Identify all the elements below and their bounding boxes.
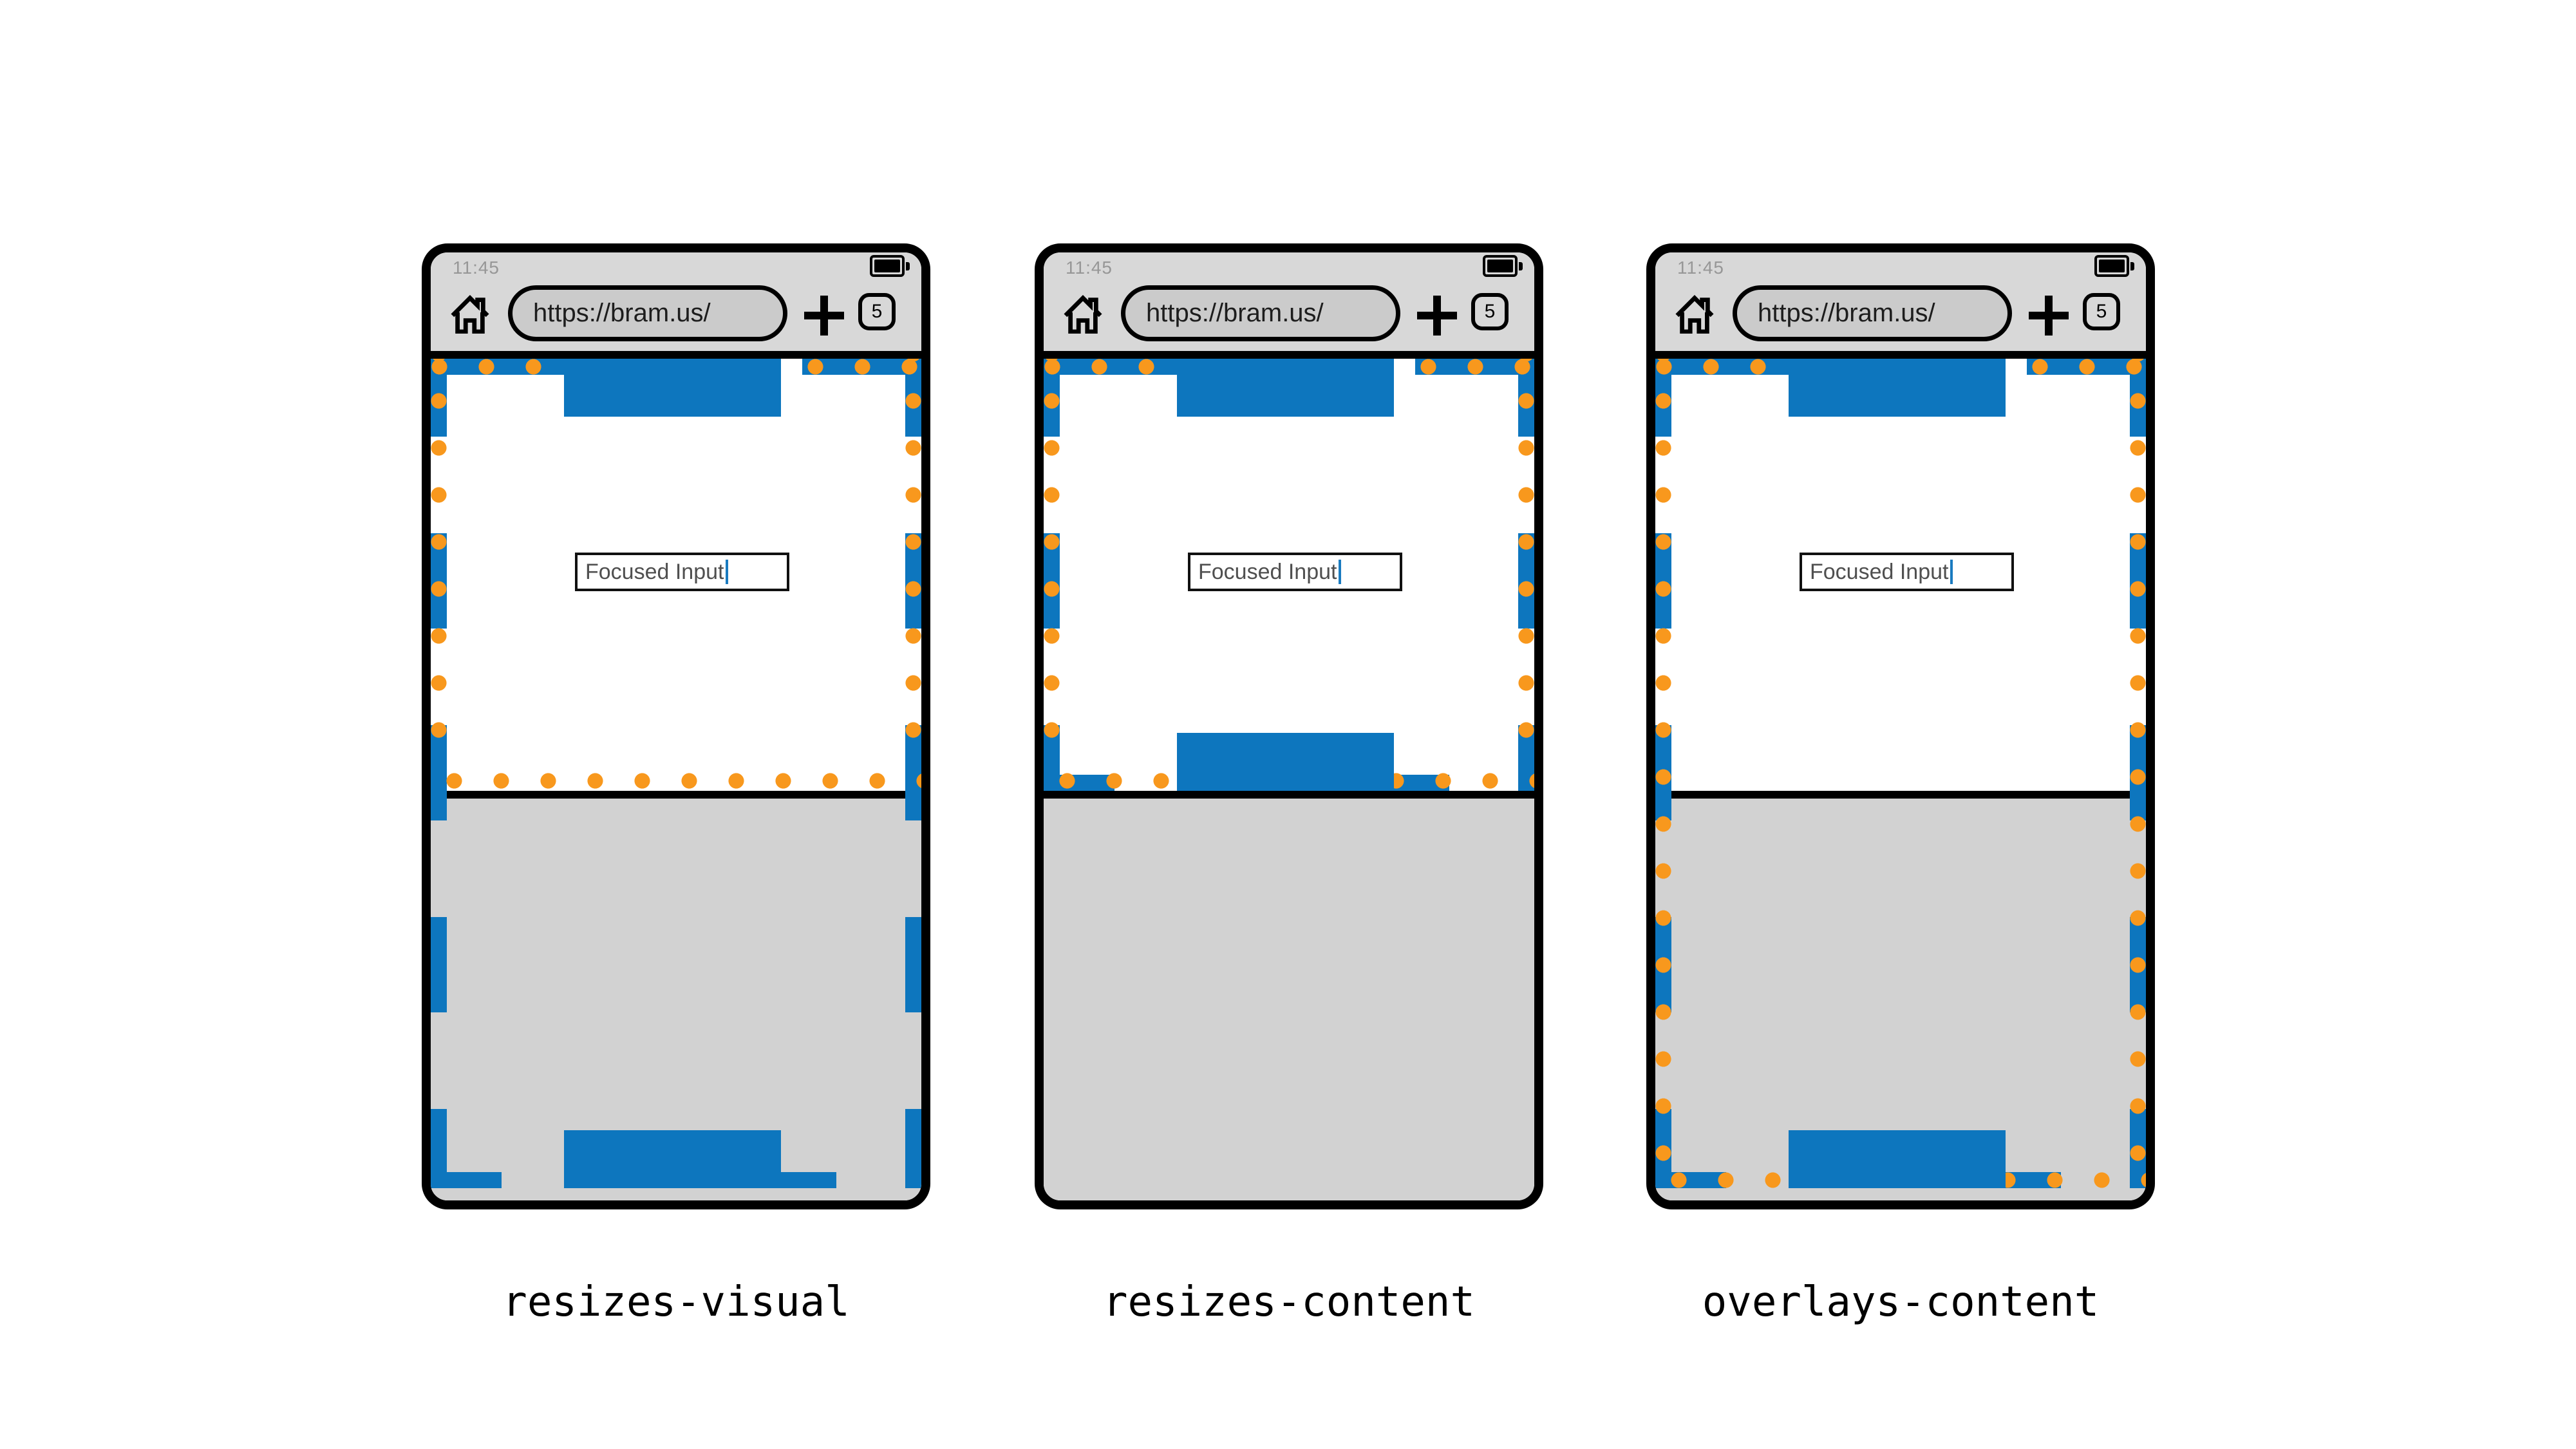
phone-mockup-resizes-content: 11:45 https://bram.us/ 5 Focused Input — [1035, 243, 1543, 1209]
new-tab-icon[interactable] — [2029, 296, 2069, 336]
home-icon[interactable] — [450, 292, 490, 334]
url-bar[interactable]: https://bram.us/ — [1733, 285, 2012, 341]
tab-count: 5 — [2096, 301, 2107, 322]
battery-icon — [1483, 255, 1523, 277]
page-viewport: Focused Input — [1044, 359, 1534, 1200]
visual-viewport-dots-left — [431, 359, 447, 755]
tab-count-button[interactable]: 5 — [2083, 293, 2120, 330]
text-caret — [726, 560, 729, 584]
text-caret — [1950, 560, 1953, 584]
phone-mockup-resizes-visual: 11:45 https://bram.us/ 5 Focused Input — [422, 243, 930, 1209]
mode-label: overlays-content — [1702, 1278, 2100, 1326]
status-time: 11:45 — [453, 258, 500, 278]
mode-label: resizes-visual — [502, 1278, 850, 1326]
keyboard-top-edge — [1655, 791, 2146, 799]
page-viewport: Focused Input — [1655, 359, 2146, 1200]
visual-viewport-dots-right — [2130, 359, 2146, 1188]
page-header-block — [564, 359, 781, 417]
browser-chrome: 11:45 https://bram.us/ 5 — [1044, 252, 1534, 359]
input-text: Focused Input — [1810, 559, 1949, 584]
page-footer-block — [1177, 733, 1394, 791]
battery-icon — [870, 255, 910, 277]
tab-count: 5 — [1484, 301, 1496, 322]
status-time: 11:45 — [1677, 258, 1724, 278]
input-text: Focused Input — [1198, 559, 1337, 584]
tab-count-button[interactable]: 5 — [1471, 293, 1509, 330]
virtual-keyboard — [1044, 799, 1534, 1200]
focused-input[interactable]: Focused Input — [1800, 553, 2014, 591]
visual-viewport-dots-left — [1044, 359, 1060, 755]
url-bar[interactable]: https://bram.us/ — [1121, 285, 1400, 341]
new-tab-icon[interactable] — [804, 296, 844, 336]
page-header-block — [1789, 359, 2006, 417]
mode-label: resizes-content — [1103, 1278, 1475, 1326]
home-icon[interactable] — [1063, 292, 1103, 334]
keyboard-top-edge — [1044, 791, 1534, 799]
tab-count-button[interactable]: 5 — [858, 293, 896, 330]
url-text: https://bram.us/ — [533, 299, 711, 327]
battery-icon — [2094, 255, 2134, 277]
url-bar[interactable]: https://bram.us/ — [508, 285, 787, 341]
url-text: https://bram.us/ — [1146, 299, 1324, 327]
input-text: Focused Input — [585, 559, 724, 584]
page-viewport: Focused Input — [431, 359, 921, 1200]
focused-input[interactable]: Focused Input — [575, 553, 789, 591]
browser-chrome: 11:45 https://bram.us/ 5 — [431, 252, 921, 359]
phone-mockup-overlays-content: 11:45 https://bram.us/ 5 Focused Input — [1646, 243, 2155, 1209]
tab-count: 5 — [871, 301, 883, 322]
new-tab-icon[interactable] — [1417, 296, 1457, 336]
status-time: 11:45 — [1066, 258, 1113, 278]
focused-input[interactable]: Focused Input — [1188, 553, 1402, 591]
home-icon[interactable] — [1675, 292, 1715, 334]
visual-viewport-dots-right — [1518, 359, 1534, 755]
keyboard-top-edge — [431, 791, 921, 799]
visual-viewport-dots-left — [1655, 359, 1671, 1188]
page-footer-block — [564, 1130, 781, 1188]
browser-chrome: 11:45 https://bram.us/ 5 — [1655, 252, 2146, 359]
visual-viewport-dots-bottom — [431, 773, 921, 789]
url-text: https://bram.us/ — [1758, 299, 1935, 327]
page-header-block — [1177, 359, 1394, 417]
visual-viewport-dots-right — [905, 359, 921, 755]
text-caret — [1339, 560, 1342, 584]
page-footer-block — [1789, 1130, 2006, 1188]
